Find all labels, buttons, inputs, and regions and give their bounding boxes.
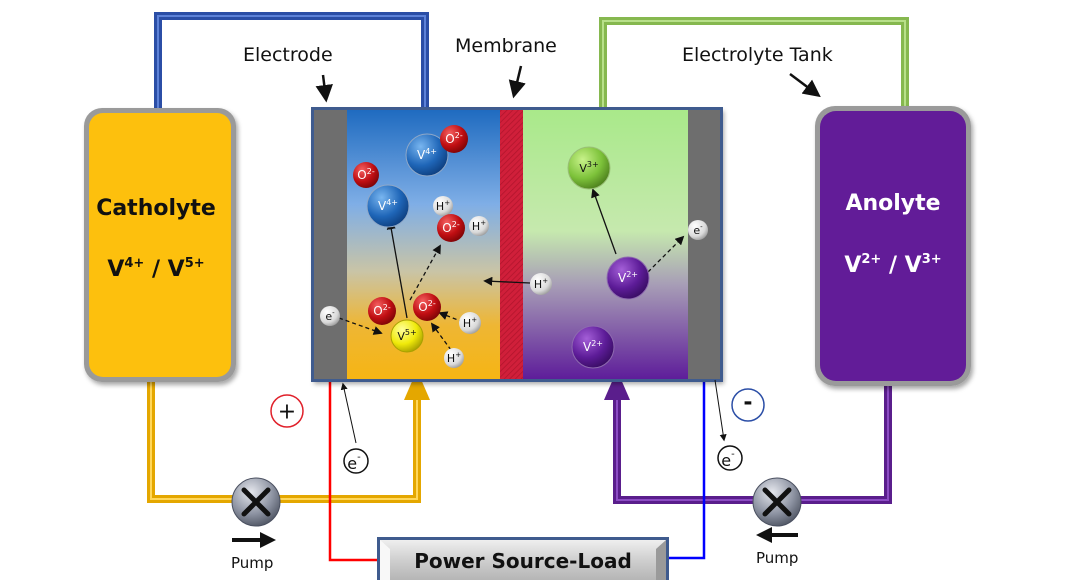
ion-o-left: O2- xyxy=(353,162,379,188)
negative-terminal-icon: - xyxy=(731,388,765,422)
pump-direction-right-icon xyxy=(232,532,276,548)
svg-text:e-: e- xyxy=(693,223,703,237)
electron-flow-in-arrow xyxy=(340,382,357,444)
electron-right-icon: e- xyxy=(717,445,743,471)
electron-left-icon: e- xyxy=(343,448,369,474)
electrolyte-tank-label: Electrolyte Tank xyxy=(682,44,833,66)
membrane-label: Membrane xyxy=(455,35,557,57)
svg-text:H+: H+ xyxy=(447,351,461,365)
ion-v4-mid: V4+ xyxy=(366,184,410,228)
svg-text:V2+: V2+ xyxy=(618,270,638,286)
pump-direction-left-icon xyxy=(756,527,798,543)
svg-text:H+: H+ xyxy=(436,199,450,213)
svg-text:O2-: O2- xyxy=(445,131,463,147)
ion-h-d: H+ xyxy=(444,348,464,368)
negative-wire xyxy=(668,380,706,560)
ion-e-left: e- xyxy=(320,306,340,326)
svg-text:O2-: O2- xyxy=(373,303,391,319)
svg-text:e-: e- xyxy=(721,449,735,470)
svg-text:O2-: O2- xyxy=(418,299,436,315)
anolyte-pair: V2+ / V3+ xyxy=(844,252,941,278)
ion-o-top: O2- xyxy=(440,125,468,153)
anolyte-label: Anolyte xyxy=(845,191,940,216)
ion-h-membrane: H+ xyxy=(530,273,552,295)
svg-text:V2+: V2+ xyxy=(583,339,603,355)
anolyte-tank xyxy=(815,106,971,386)
svg-text:H+: H+ xyxy=(472,219,486,233)
svg-text:O2-: O2- xyxy=(357,167,375,183)
pump-x-icon xyxy=(241,487,271,517)
svg-text:e-: e- xyxy=(325,309,335,323)
electrolyte-tank-pointer xyxy=(789,73,821,98)
svg-text:-: - xyxy=(743,391,752,416)
membrane-pointer xyxy=(508,65,526,99)
negative-electrode xyxy=(688,110,720,379)
ion-o-b2: O2- xyxy=(413,293,441,321)
svg-text:H+: H+ xyxy=(534,277,548,291)
ion-h-a: H+ xyxy=(433,196,453,216)
electrode-pointer xyxy=(315,74,333,103)
ion-h-b: H+ xyxy=(469,216,489,236)
power-source-label: Power Source-Load xyxy=(414,549,632,573)
electrode-label: Electrode xyxy=(243,44,333,66)
catholyte-label: Catholyte xyxy=(96,196,216,221)
ion-v2-mid: V2+ xyxy=(606,256,650,300)
svg-text:V5+: V5+ xyxy=(397,328,416,343)
ion-v3: V3+ xyxy=(567,146,611,190)
reaction-arrows xyxy=(338,188,685,351)
anolyte-pump-label: Pump xyxy=(756,549,798,567)
ion-h-c: H+ xyxy=(459,312,481,334)
anolyte-supply-pipe xyxy=(604,370,892,504)
svg-text:e-: e- xyxy=(347,452,361,473)
ion-v5: V5+ xyxy=(390,319,424,353)
ion-v2-bottom: V2+ xyxy=(571,325,615,369)
anolyte-pump[interactable] xyxy=(752,477,802,527)
svg-text:O2-: O2- xyxy=(442,220,460,236)
ion-o-b1: O2- xyxy=(368,297,396,325)
electron-flow-out-arrow xyxy=(714,379,727,442)
catholyte-pump[interactable] xyxy=(231,477,281,527)
positive-terminal-icon: + xyxy=(270,394,304,428)
catholyte-pump-label: Pump xyxy=(231,554,273,572)
ion-v4-top: V4+ xyxy=(405,133,449,177)
positive-wire xyxy=(328,380,380,562)
svg-text:V3+: V3+ xyxy=(579,160,598,175)
ion-e-right: e- xyxy=(688,220,708,240)
membrane xyxy=(500,110,523,379)
pump-x-icon xyxy=(762,487,792,517)
positive-electrode xyxy=(314,110,347,379)
svg-text:H+: H+ xyxy=(463,316,477,330)
catholyte-pair: V4+ / V5+ xyxy=(107,256,204,282)
catholyte-tank xyxy=(84,108,236,382)
catholyte-supply-pipe xyxy=(147,370,430,503)
flow-arrow-up-icon xyxy=(604,370,630,400)
svg-text:+: + xyxy=(278,400,296,425)
power-source-load[interactable]: Power Source-Load xyxy=(377,537,669,580)
ion-o-water: O2- xyxy=(437,214,465,242)
svg-text:V4+: V4+ xyxy=(378,198,398,214)
flow-arrow-up-icon xyxy=(404,370,430,400)
svg-text:V4+: V4+ xyxy=(417,147,437,163)
